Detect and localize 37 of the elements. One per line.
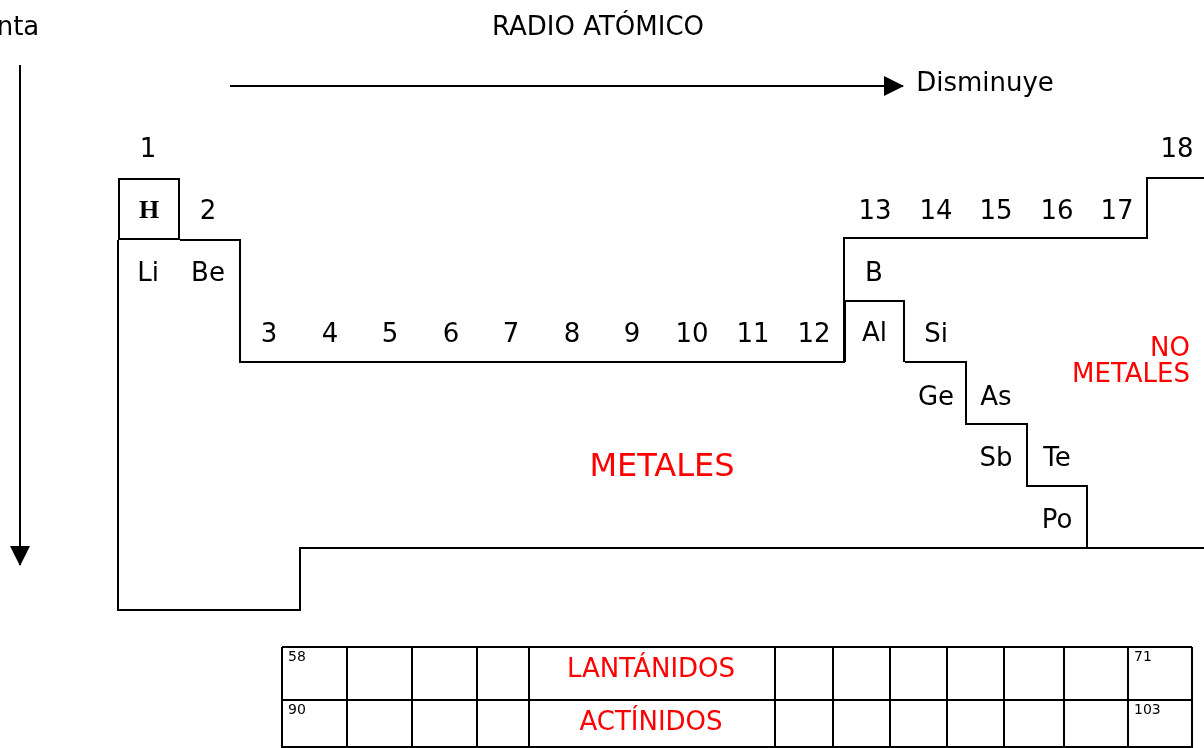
label: B <box>865 259 883 285</box>
label: Sb <box>979 444 1013 470</box>
title: RADIO ATÓMICO <box>491 9 705 43</box>
label: 90 <box>288 702 306 716</box>
label: Disminuye <box>916 69 1054 95</box>
label: METALES <box>589 449 735 481</box>
label: 4 <box>321 320 339 346</box>
label: 8 <box>563 320 581 346</box>
label: 18 <box>1160 135 1194 161</box>
label: 9 <box>623 320 641 346</box>
label: 71 <box>1134 649 1152 663</box>
label: Li <box>137 259 159 285</box>
label: 10 <box>675 320 709 346</box>
label: 2 <box>199 197 217 223</box>
label: 58 <box>288 649 306 663</box>
label: 16 <box>1040 197 1074 223</box>
label: 103 <box>1134 702 1161 716</box>
label: Po <box>1041 506 1073 532</box>
label: NO METALES <box>1072 334 1190 386</box>
label: Te <box>1043 444 1071 470</box>
element-box: Al <box>844 300 905 362</box>
label: 17 <box>1100 197 1134 223</box>
label: 5 <box>381 320 399 346</box>
label: 6 <box>442 320 460 346</box>
label: 11 <box>736 320 770 346</box>
element-box: H <box>118 178 180 240</box>
label: 15 <box>979 197 1013 223</box>
label: Ge <box>917 383 955 409</box>
label: 14 <box>919 197 953 223</box>
label: 3 <box>260 320 278 346</box>
label: Si <box>924 320 948 346</box>
label: 1 <box>139 135 157 161</box>
label: Be <box>191 259 225 285</box>
label: 13 <box>858 197 892 223</box>
label: 12 <box>797 320 831 346</box>
label: As <box>980 383 1012 409</box>
label: 7 <box>502 320 520 346</box>
